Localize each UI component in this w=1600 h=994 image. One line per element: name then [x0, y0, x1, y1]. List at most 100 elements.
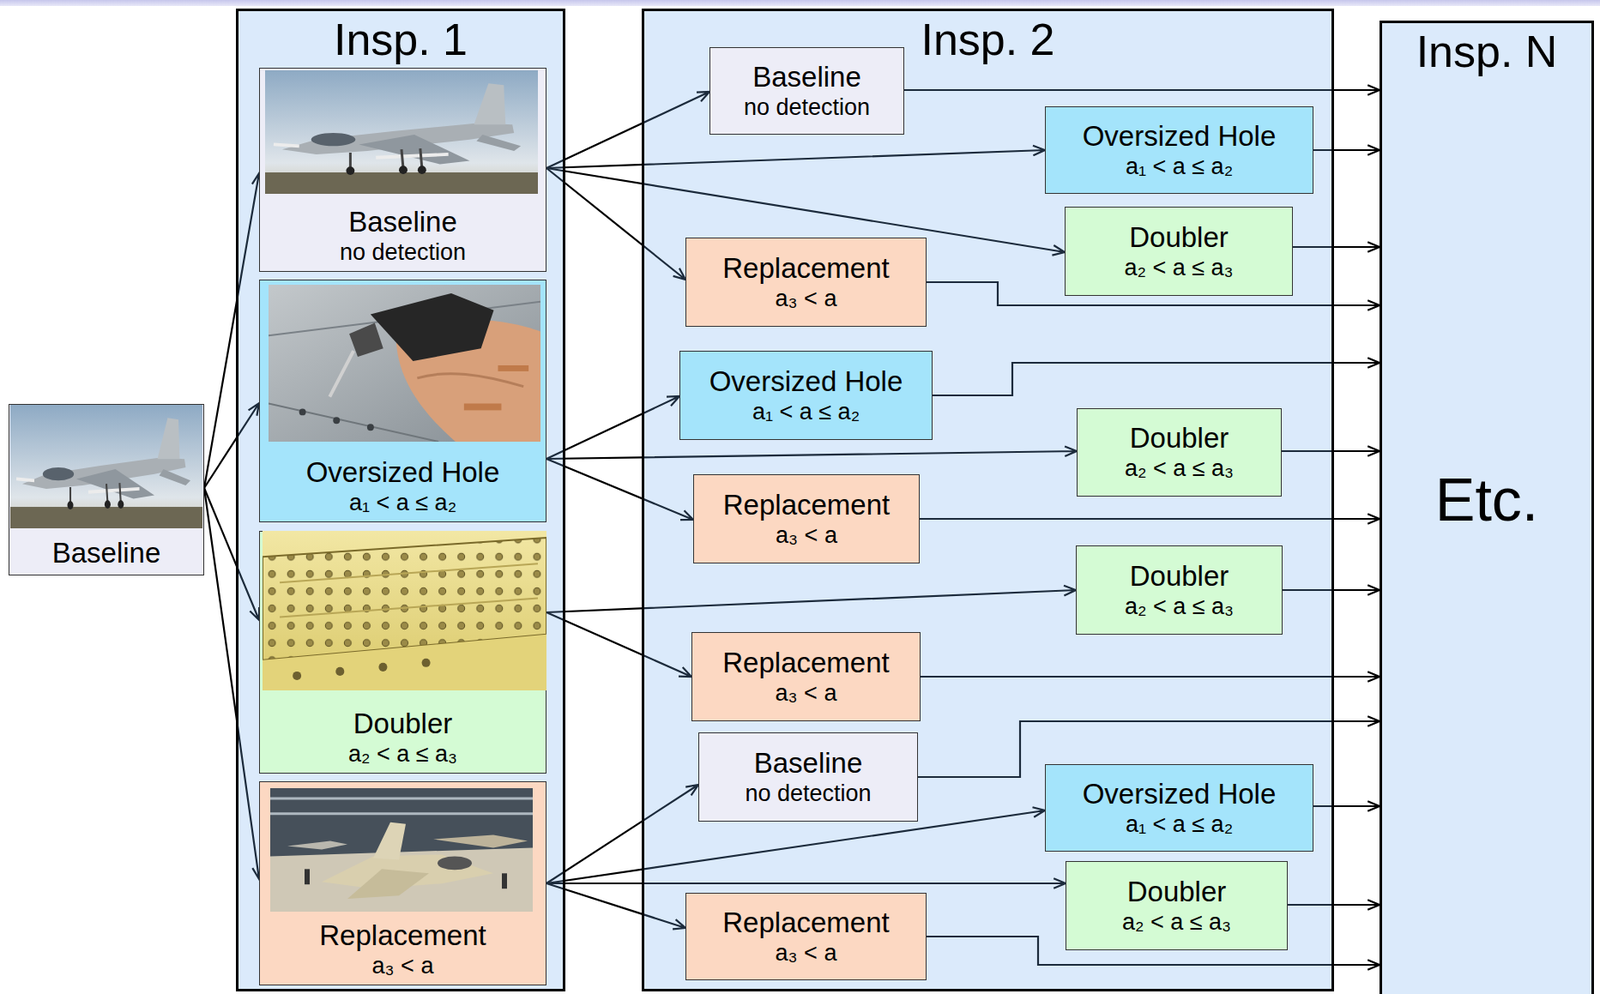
illustration-part — [422, 658, 431, 668]
repair-box: Doublera₂ < a ≤ a₃ — [1064, 206, 1293, 296]
repair-box: Oversized Holea₁ < a ≤ a₂ — [679, 350, 933, 441]
illustration-part — [287, 841, 348, 851]
repair-box: Doublera₂ < a ≤ a₃ — [1075, 545, 1283, 635]
illustration-part — [329, 350, 354, 397]
illustration-part — [347, 869, 429, 900]
inspection-panel: Insp. 1 Baselineno detection Oversized H… — [235, 8, 566, 992]
illustration-part — [373, 822, 406, 861]
box-label: Oversized Hole — [1082, 778, 1277, 812]
box-condition: a₁ < a ≤ a₂ — [752, 398, 860, 427]
illustration-part — [345, 166, 355, 176]
repair-box: Oversized Holea₁ < a ≤ a₂ — [1044, 106, 1314, 194]
box-label: Baseline — [754, 747, 864, 781]
box-label: Baseline — [348, 205, 458, 240]
illustration-part — [332, 416, 340, 424]
illustration-part — [265, 172, 538, 194]
illustration-part — [70, 483, 121, 504]
illustration-part — [42, 467, 74, 481]
illustration-part — [10, 507, 203, 529]
illustration-part — [262, 531, 547, 691]
repair-box: Replacementa₃ < a — [685, 893, 927, 981]
drill-photo — [268, 284, 541, 442]
box-label: Baseline — [752, 60, 862, 95]
illustration-part — [273, 144, 449, 157]
repair-box: Replacementa₃ < a — [691, 632, 921, 722]
box-condition: a₂ < a ≤ a₃ — [1124, 455, 1234, 484]
illustration-part — [265, 70, 538, 194]
illustration-part — [292, 671, 302, 681]
box-label: Oversized Hole — [1082, 120, 1277, 154]
repair-box: Replacementa₃ < a — [259, 781, 547, 986]
illustration-part — [464, 403, 502, 411]
panel-title: Insp. 1 — [333, 14, 468, 65]
box-condition: a₃ < a — [775, 940, 838, 968]
inspection-panel: Insp. N Etc. — [1379, 20, 1594, 994]
illustration-part — [476, 134, 521, 151]
illustration-part — [67, 501, 74, 510]
illustration-part — [270, 788, 533, 912]
illustration-part — [358, 134, 470, 165]
box-condition: a₂ < a ≤ a₃ — [1123, 254, 1233, 283]
repair-box: Baselineno detection — [259, 67, 547, 272]
illustration-part — [268, 403, 439, 442]
illustration-part — [416, 374, 524, 387]
illustration-part — [367, 423, 375, 431]
illustration-part — [437, 856, 472, 870]
illustration-part — [157, 417, 181, 459]
box-label: Doubler — [353, 707, 453, 742]
doubler-photo — [262, 531, 547, 691]
box-condition: a₃ < a — [775, 680, 838, 708]
repair-box: Baselineno detection — [698, 732, 918, 822]
illustration-part — [311, 132, 357, 146]
illustration-part — [350, 148, 422, 170]
box-condition: no detection — [743, 94, 870, 122]
inspection-panel: Insp. 2Baselineno detectionOversized Hol… — [641, 8, 1335, 992]
hangar-photo — [270, 788, 533, 912]
illustration-part — [299, 408, 307, 416]
repair-box: Baseline — [8, 404, 205, 576]
box-condition: a₂ < a ≤ a₃ — [1124, 593, 1234, 622]
illustration-part — [10, 404, 203, 529]
repair-box: Doublera₂ < a ≤ a₃ — [1065, 861, 1288, 951]
illustration-part — [262, 634, 547, 691]
box-condition: a₁ < a ≤ a₂ — [1125, 811, 1233, 840]
illustration-part — [501, 873, 508, 889]
repair-box: Replacementa₃ < a — [685, 237, 927, 327]
box-condition: a₁ < a ≤ a₂ — [349, 489, 457, 518]
illustration-part — [378, 663, 387, 672]
illustration-part — [433, 835, 528, 849]
box-condition: a₁ < a ≤ a₂ — [1125, 153, 1233, 182]
illustration-part — [304, 869, 310, 885]
box-label: Replacement — [722, 906, 889, 941]
illustration-part — [16, 478, 140, 492]
box-label: Oversized Hole — [709, 365, 904, 399]
box-label: Oversized Hole — [306, 456, 501, 490]
box-label: Doubler — [1127, 875, 1227, 910]
panel-title: Insp. 2 — [920, 14, 1055, 65]
illustration-part — [335, 667, 345, 677]
box-label: Doubler — [1129, 221, 1229, 255]
box-label: Replacement — [722, 646, 889, 681]
illustration-part — [76, 469, 155, 500]
box-label: Replacement — [723, 489, 890, 523]
box-label: Baseline — [52, 537, 162, 571]
jet-photo — [265, 70, 538, 194]
repair-box: Replacementa₃ < a — [693, 474, 920, 564]
panel-note: Etc. — [1435, 466, 1540, 534]
panel-title: Insp. N — [1416, 26, 1558, 77]
box-condition: a₂ < a ≤ a₃ — [348, 741, 458, 769]
header-band — [0, 0, 1600, 7]
repair-box: Baselineno detection — [709, 47, 905, 135]
box-condition: no detection — [744, 780, 871, 809]
illustration-part — [270, 848, 533, 912]
box-label: Doubler — [1129, 560, 1230, 594]
box-label: Replacement — [319, 919, 486, 954]
illustration-part — [159, 469, 191, 486]
illustration-part — [417, 165, 427, 175]
box-label: Doubler — [1129, 422, 1230, 456]
illustration-part — [117, 500, 124, 509]
repair-box: Doublera₂ < a ≤ a₃ — [1076, 408, 1282, 497]
box-condition: a₃ < a — [372, 953, 435, 981]
illustration-part — [398, 165, 408, 175]
